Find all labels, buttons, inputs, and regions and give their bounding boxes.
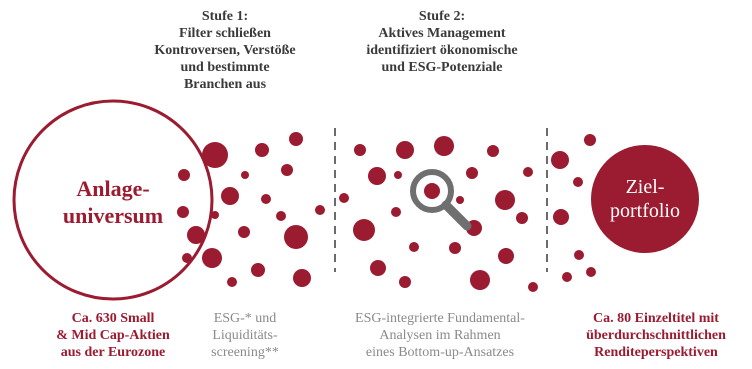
stage1-heading-line: Filter schließen — [179, 26, 271, 41]
decorative-dot — [178, 169, 190, 181]
magnifier-icon — [410, 169, 472, 231]
decorative-dot — [202, 248, 222, 268]
decorative-dot — [202, 142, 228, 168]
screening-caption-line: screening** — [211, 345, 279, 360]
decorative-dot — [523, 167, 533, 177]
decorative-dot — [516, 212, 528, 224]
decorative-dot — [562, 272, 572, 282]
decorative-dot — [495, 190, 515, 210]
decorative-dot — [466, 167, 478, 179]
decorative-dot — [498, 248, 514, 264]
portfolio-caption-line: überdurchschnittlichen — [586, 328, 726, 343]
stage1-heading: Stufe 1: Filter schließen Kontroversen, … — [150, 8, 300, 93]
decorative-dot — [211, 211, 219, 219]
universe-caption-line: aus der Eurozone — [60, 345, 166, 360]
portfolio-caption-line: Renditeperspektiven — [594, 345, 718, 360]
decorative-dot — [449, 242, 461, 254]
decorative-dot — [354, 144, 366, 156]
decorative-dot — [553, 209, 569, 225]
decorative-dot — [241, 171, 249, 179]
portfolio-caption-line: Ca. 80 Einzeltitel mit — [593, 311, 719, 326]
decorative-dot — [251, 263, 265, 277]
decorative-dot — [261, 194, 271, 204]
target-portfolio-label-line: Ziel- — [625, 176, 665, 198]
decorative-dot — [434, 136, 454, 156]
decorative-dot — [487, 145, 499, 157]
target-portfolio-label-line: portfolio — [610, 200, 680, 222]
analysis-caption-line: ESG-integrierte Fundamental- — [355, 311, 525, 326]
stage2-heading-line: und ESG-Potenziale — [381, 60, 503, 75]
decorative-dot — [276, 211, 286, 221]
analysis-caption: ESG-integrierte Fundamental- Analysen im… — [330, 310, 550, 361]
decorative-dot — [456, 196, 464, 204]
stage2-heading-line: Stufe 2: — [418, 9, 466, 24]
decorative-dot — [399, 276, 411, 288]
universe-label: Anlage- universum — [33, 175, 193, 229]
universe-caption-line: & Mid Cap-Aktien — [56, 328, 170, 343]
universe-circle — [12, 99, 214, 301]
target-portfolio-circle — [591, 145, 699, 253]
decorative-dot — [409, 242, 419, 252]
decorative-dot — [221, 187, 239, 205]
stage2-heading-line: identifiziert ökonomische — [366, 43, 518, 58]
decorative-dot — [293, 269, 311, 287]
decorative-dot — [368, 167, 386, 185]
decorative-dot — [391, 207, 401, 217]
decorative-dot — [396, 141, 414, 159]
stage1-heading-line: Branchen aus — [183, 77, 267, 92]
decorative-dot — [370, 260, 386, 276]
screening-caption-line: ESG-* und — [213, 311, 277, 326]
universe-label-line: universum — [62, 203, 164, 228]
decorative-dot — [574, 250, 584, 260]
portfolio-caption: Ca. 80 Einzeltitel mit überdurchschnittl… — [566, 310, 746, 361]
decorative-dot — [584, 134, 596, 146]
decorative-dot — [284, 225, 308, 249]
universe-caption-line: Ca. 630 Small — [71, 311, 155, 326]
screening-caption: ESG-* und Liquiditäts- screening** — [195, 310, 295, 361]
stage1-heading-line: Stufe 1: — [201, 9, 249, 24]
decorative-dot — [255, 143, 269, 157]
decorative-dot — [227, 277, 237, 287]
decorative-dot — [187, 226, 205, 244]
decorative-dot — [177, 206, 189, 218]
decorative-dot — [394, 171, 402, 179]
decorative-dot — [586, 267, 596, 277]
universe-label-line: Anlage- — [76, 176, 150, 201]
analysis-caption-line: Analysen im Rahmen — [379, 328, 501, 343]
decorative-dot — [470, 270, 490, 290]
screening-caption-line: Liquiditäts- — [212, 328, 278, 343]
decorative-dot — [339, 193, 349, 203]
decorative-dot — [353, 219, 375, 241]
decorative-dot — [238, 226, 250, 238]
stage2-heading: Stufe 2: Aktives Management identifizier… — [352, 8, 532, 76]
analysis-caption-line: eines Bottom-up-Ansatzes — [365, 345, 515, 360]
decorative-dot — [289, 132, 303, 146]
decorative-dot — [528, 282, 538, 292]
stage1-heading-line: und bestimmte — [180, 60, 270, 75]
stage1-heading-line: Kontroversen, Verstöße — [154, 43, 296, 58]
decorative-dot — [281, 164, 293, 176]
decorative-dot — [551, 151, 569, 169]
target-portfolio-label: Ziel- portfolio — [595, 175, 695, 223]
universe-caption: Ca. 630 Small & Mid Cap-Aktien aus der E… — [23, 310, 203, 361]
decorative-dot — [315, 205, 325, 215]
decorative-dot — [573, 177, 583, 187]
stage2-heading-line: Aktives Management — [378, 26, 506, 41]
